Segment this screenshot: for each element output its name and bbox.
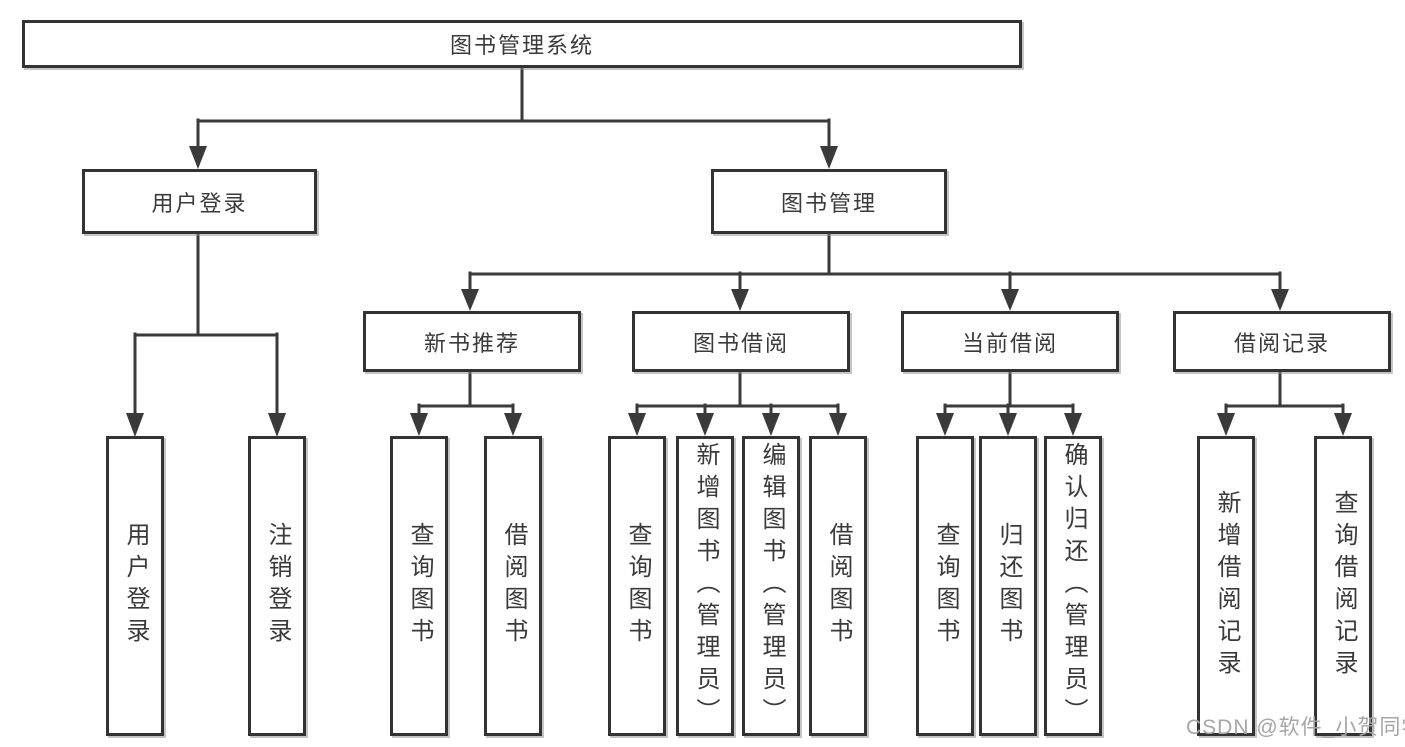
node-borrowing-records: 借阅记录 xyxy=(1173,311,1391,372)
node-current-borrowing: 当前借阅 xyxy=(901,311,1119,372)
leaf-return-books: 归还图书 xyxy=(979,436,1037,736)
csdn-watermark: CSDN @软件_小贺同学 xyxy=(1186,716,1405,739)
leaf-borrow-books-recommend: 借阅图书 xyxy=(484,436,542,736)
leaf-query-books-recommend: 查询图书 xyxy=(390,436,448,736)
node-book-borrowing: 图书借阅 xyxy=(632,311,850,372)
node-library-management-system: 图书管理系统 xyxy=(22,20,1022,68)
node-new-book-recommendation: 新书推荐 xyxy=(363,311,581,372)
node-user-login: 用户登录 xyxy=(82,169,317,234)
leaf-edit-book-admin: 编辑图书（管理员） xyxy=(742,436,800,736)
leaf-query-borrow-record: 查询借阅记录 xyxy=(1314,436,1372,736)
leaf-logout: 注销登录 xyxy=(248,436,306,736)
leaf-query-books-borrowing: 查询图书 xyxy=(608,436,666,736)
leaf-borrow-books: 借阅图书 xyxy=(809,436,867,736)
node-book-management: 图书管理 xyxy=(711,169,947,234)
leaf-query-books-current: 查询图书 xyxy=(916,436,974,736)
leaf-add-borrow-record: 新增借阅记录 xyxy=(1197,436,1255,736)
leaf-add-book-admin: 新增图书（管理员） xyxy=(676,436,734,736)
leaf-confirm-return-admin: 确认归还（管理员） xyxy=(1044,436,1102,736)
leaf-user-login: 用户登录 xyxy=(106,436,164,736)
